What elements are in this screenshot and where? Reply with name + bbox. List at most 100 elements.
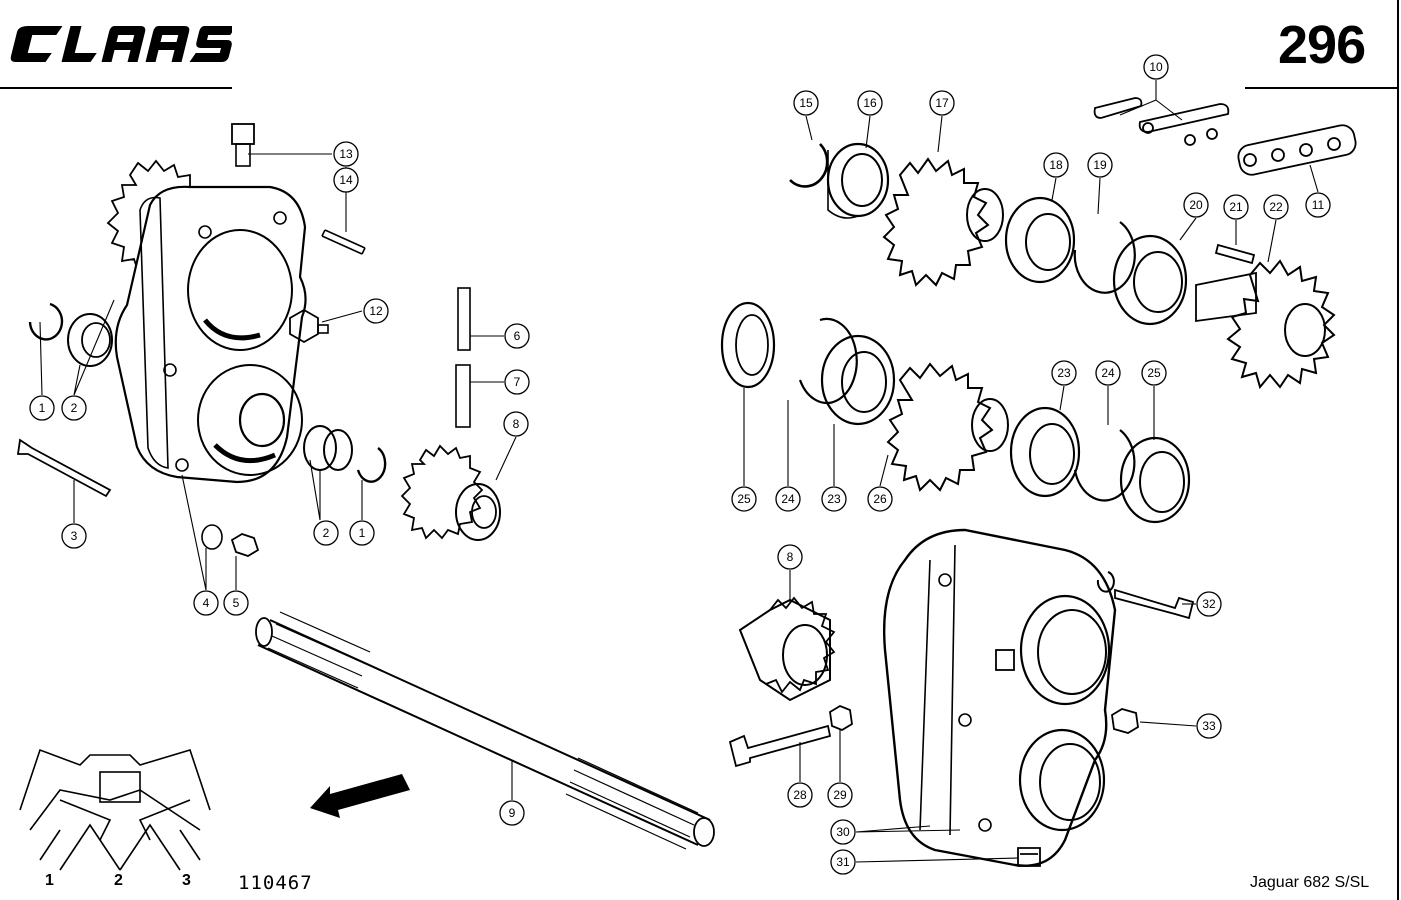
svg-text:32: 32 [1202,597,1216,611]
svg-text:30: 30 [836,825,850,839]
svg-text:14: 14 [339,173,353,187]
page-border-right [1397,0,1399,900]
nut-5 [230,533,260,557]
svg-text:16: 16 [863,96,877,110]
washer-4 [201,524,223,550]
callout-19: 19 [1087,152,1113,178]
bearing-18 [1004,196,1076,284]
callout-22: 22 [1263,194,1289,220]
page-number: 296 [1278,15,1366,75]
callout-5: 5 [223,590,249,616]
seal-2-left [67,313,113,367]
callout-9: 9 [499,800,525,826]
callout-24-right: 24 [1095,360,1121,386]
callout-23-right: 23 [1051,360,1077,386]
snap-ring-15 [789,143,829,188]
svg-text:20: 20 [1189,198,1203,212]
circlip-24-left [798,317,858,404]
callout-18: 18 [1043,152,1069,178]
callout-21: 21 [1223,194,1249,220]
callout-2-right: 2 [313,520,339,546]
callout-6: 6 [504,323,530,349]
bearing-16 [826,142,890,219]
seal-25-right [1119,436,1191,524]
plug-31 [1017,847,1041,867]
left-gearbox-housing [106,123,329,484]
callout-24-left: 24 [775,486,801,512]
svg-text:28: 28 [793,788,807,802]
svg-text:24: 24 [1101,366,1115,380]
svg-text:2: 2 [323,526,330,540]
svg-text:6: 6 [514,329,521,343]
splined-shaft-9 [255,611,715,850]
bolt-3 [16,438,112,498]
callout-20: 20 [1183,192,1209,218]
callout-23-left: 23 [821,486,847,512]
header-position-inset [19,748,211,871]
callout-25-left: 25 [731,486,757,512]
svg-text:22: 22 [1269,200,1283,214]
svg-text:7: 7 [514,375,521,389]
callout-32: 32 [1196,591,1222,617]
svg-text:1: 1 [359,526,366,540]
seal-25-left [720,301,776,389]
callout-11: 11 [1305,192,1331,218]
callout-3: 3 [61,523,87,549]
claas-logo [10,26,232,62]
svg-text:8: 8 [513,417,520,431]
inset-indicator-1: 1 [45,872,54,889]
svg-text:17: 17 [935,96,949,110]
chain-links-10 [1093,97,1230,146]
pin-6 [457,287,471,351]
svg-text:1: 1 [39,401,46,415]
callout-8-left: 8 [503,411,529,437]
callout-25-right: 25 [1141,360,1167,386]
sprocket-8-left [400,444,484,540]
svg-text:15: 15 [799,96,813,110]
callout-7: 7 [504,369,530,395]
plug-33 [1111,708,1139,734]
callout-1-left: 1 [29,395,55,421]
svg-text:8: 8 [787,550,794,564]
snap-ring-1-right [356,447,387,483]
callout-2-left: 2 [61,395,87,421]
inset-indicator-2: 2 [114,872,123,889]
callout-28: 28 [787,782,813,808]
svg-text:25: 25 [737,492,751,506]
bearing-20 [1112,234,1188,326]
header-rule-left [0,87,232,89]
svg-text:26: 26 [873,492,887,506]
callout-26: 26 [867,486,893,512]
shaft-sprocket-22 [1195,259,1336,390]
callout-12: 12 [363,298,389,324]
callout-4: 4 [193,590,219,616]
callout-13: 13 [333,141,359,167]
header-rule-right [1245,87,1399,89]
snap-ring-1-left [28,302,64,341]
bolt-28 [728,724,832,768]
nut-29 [829,704,853,732]
callout-1-right: 1 [349,520,375,546]
svg-text:11: 11 [1312,198,1325,212]
svg-text:21: 21 [1229,200,1243,214]
svg-text:9: 9 [509,806,516,820]
callout-14: 14 [333,167,359,193]
drawing-number: 110467 [238,872,313,894]
machine-model: Jaguar 682 S/SL [1250,874,1370,891]
pin-14 [321,229,366,255]
svg-text:23: 23 [827,492,841,506]
svg-text:3: 3 [71,529,78,543]
svg-text:18: 18 [1049,158,1063,172]
callout-16: 16 [857,90,883,116]
svg-text:19: 19 [1093,158,1107,172]
right-gearbox-housing [883,528,1117,867]
callout-29: 29 [827,782,853,808]
key-21 [1214,243,1256,265]
callout-17: 17 [929,90,955,116]
svg-text:2: 2 [71,401,78,415]
sprocket-8-right [738,596,836,702]
svg-text:29: 29 [833,788,847,802]
bearing-23-right [1009,406,1081,498]
circlip-19 [1073,221,1136,294]
bearing-23-left [820,334,896,426]
